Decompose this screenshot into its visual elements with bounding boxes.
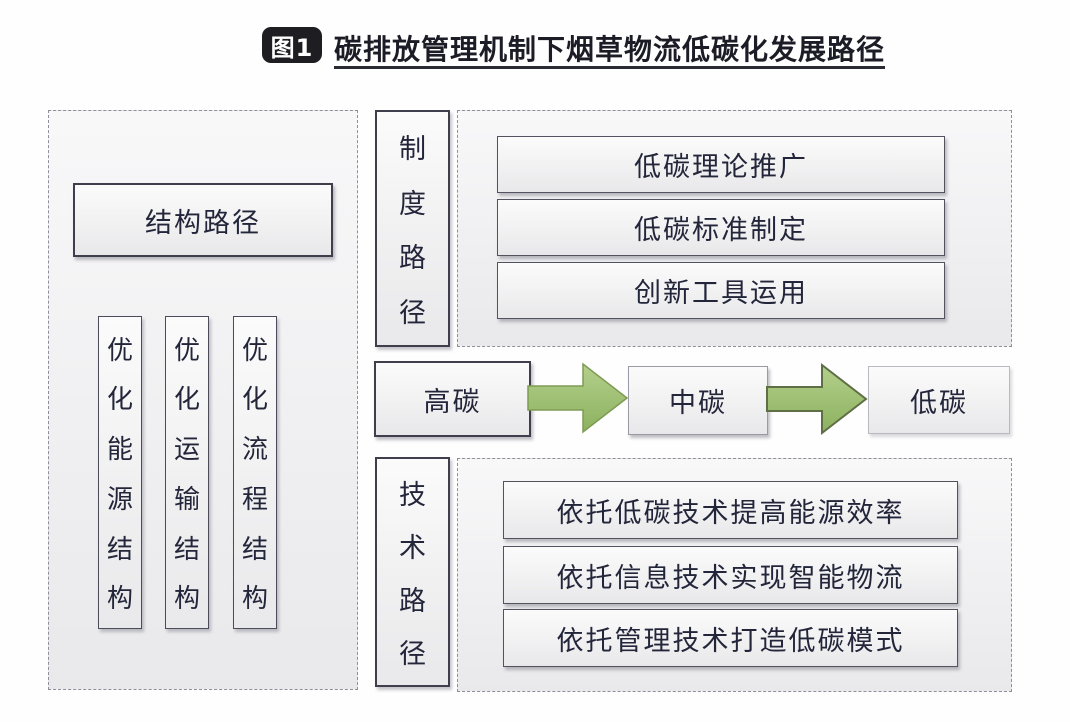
figure-title: 图1 碳排放管理机制下烟草物流低碳化发展路径	[0, 0, 1070, 80]
carbon-stage-mid: 中碳	[628, 366, 768, 435]
arrow-right-icon	[766, 362, 868, 436]
technology-measure-info-label: 依托信息技术实现智能物流	[556, 562, 905, 594]
arrow-right-icon	[527, 361, 629, 435]
figure-title-text: 碳排放管理机制下烟草物流低碳化发展路径	[334, 33, 886, 66]
technology-path-label-box: 技术路径	[375, 457, 450, 687]
structure-path-label-box: 结构路径	[73, 183, 333, 257]
carbon-stage-high: 高碳	[374, 361, 531, 437]
technology-measure-energy: 依托低碳技术提高能源效率	[503, 481, 958, 539]
institution-measure-tools: 创新工具运用	[497, 262, 945, 319]
technology-measure-info: 依托信息技术实现智能物流	[503, 546, 958, 604]
institution-path-label-box: 制度路径	[375, 110, 450, 347]
figure-badge: 图1	[262, 27, 322, 63]
technology-measure-management-label: 依托管理技术打造低碳模式	[556, 625, 905, 657]
institution-measure-theory-label: 低碳理论推广	[634, 152, 808, 183]
carbon-stage-high-label: 高碳	[423, 386, 482, 418]
institution-measure-theory: 低碳理论推广	[497, 136, 945, 193]
structure-item-transport: 优化运输结构	[165, 316, 209, 629]
structure-item-process: 优化流程结构	[233, 316, 277, 629]
institution-measure-tools-label: 创新工具运用	[634, 278, 808, 309]
technology-measure-management: 依托管理技术打造低碳模式	[503, 609, 958, 667]
structure-item-energy: 优化能源结构	[98, 316, 142, 629]
institution-measure-standard-label: 低碳标准制定	[634, 215, 808, 246]
technology-measure-energy-label: 依托低碳技术提高能源效率	[556, 497, 905, 529]
structure-path-label: 结构路径	[145, 207, 261, 239]
institution-measure-standard: 低碳标准制定	[497, 199, 945, 256]
carbon-stage-low: 低碳	[868, 366, 1010, 434]
carbon-stage-low-label: 低碳	[910, 387, 968, 419]
carbon-stage-mid-label: 中碳	[669, 388, 727, 419]
